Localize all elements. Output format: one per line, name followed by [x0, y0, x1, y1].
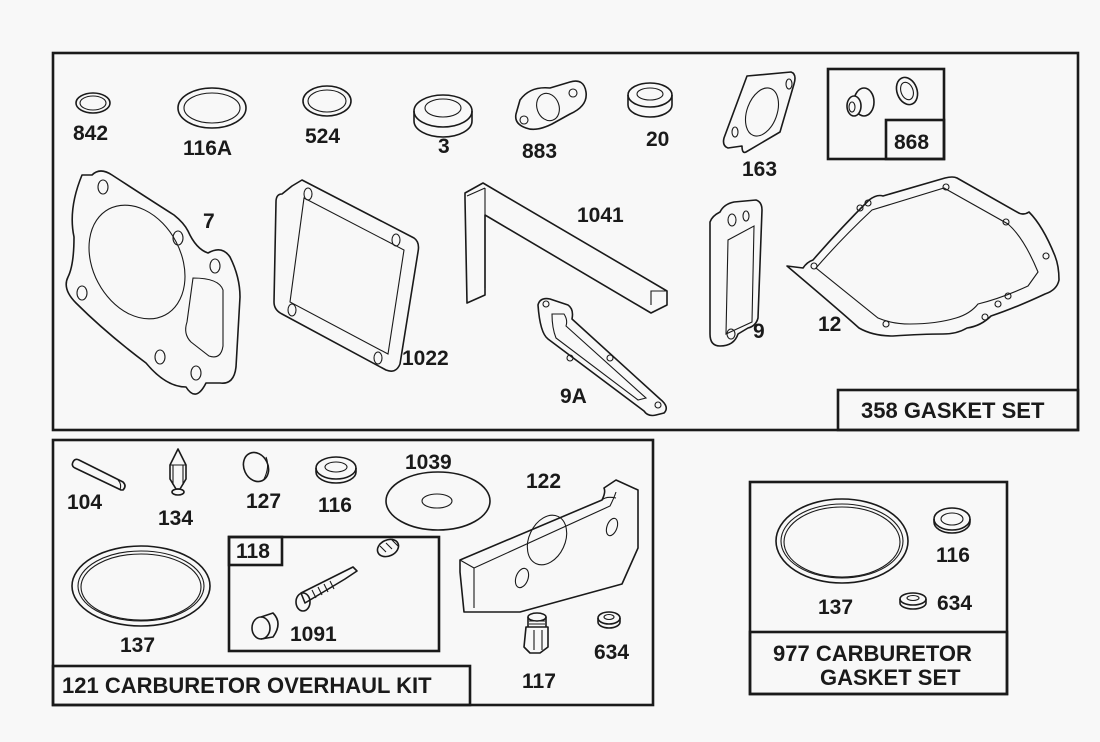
part-label-104: 104 [67, 491, 102, 514]
part-134[interactable]: 134 [158, 448, 193, 530]
carburetor-overhaul-kit: 104 134 127 116 1039 [51, 438, 655, 707]
part-label-137-gasket-set: 137 [818, 596, 853, 619]
part-104[interactable]: 104 [67, 458, 126, 514]
carburetor-gasket-set: 137 116 634 977 CARBURETOR GASKET SET [748, 480, 1009, 696]
part-label-1041: 1041 [577, 204, 624, 227]
sub-kit-868[interactable]: 868 [826, 67, 946, 161]
washer-icon [895, 76, 919, 106]
part-label-118: 118 [236, 540, 270, 563]
gasket-set-title: 358 GASKET SET [861, 398, 1045, 423]
part-137[interactable]: 137 [71, 545, 211, 657]
part-9[interactable]: 9 [709, 199, 765, 347]
part-883[interactable]: 883 [514, 80, 587, 163]
carb-gasket-set-title-line1: 977 CARBURETOR [773, 641, 972, 666]
sub-kit-118-label-box [227, 535, 284, 567]
part-label-116: 116 [318, 494, 352, 517]
sub-kit-868-label-box [884, 118, 946, 161]
part-label-9: 9 [753, 320, 765, 343]
part-122[interactable]: 122 [459, 470, 639, 613]
part-7[interactable]: 7 [65, 170, 241, 395]
carb-gasket-set-title-box [748, 630, 1009, 696]
part-label-116A: 116A [183, 137, 232, 160]
part-116-gasket-set[interactable]: 116 [933, 507, 971, 567]
part-label-127: 127 [246, 490, 281, 513]
part-20[interactable]: 20 [627, 82, 673, 151]
part-label-137: 137 [120, 634, 155, 657]
part-127[interactable]: 127 [239, 448, 281, 513]
part-label-1039: 1039 [405, 451, 452, 474]
part-label-883: 883 [522, 140, 557, 163]
part-137-gasket-set[interactable]: 137 [775, 498, 909, 619]
part-label-1091: 1091 [290, 623, 337, 646]
part-1022[interactable]: 1022 [273, 179, 449, 372]
part-12[interactable]: 12 [786, 176, 1060, 337]
part-117[interactable]: 117 [522, 612, 556, 693]
part-116A[interactable]: 116A [177, 87, 247, 160]
part-label-7: 7 [203, 210, 215, 233]
part-label-134: 134 [158, 507, 193, 530]
part-1041[interactable]: 1041 [464, 182, 668, 314]
part-label-634: 634 [594, 641, 629, 664]
part-634[interactable]: 634 [594, 611, 629, 664]
part-1039[interactable]: 1039 [385, 451, 491, 531]
overhaul-kit-title-box [51, 664, 472, 707]
sub-kit-118-frame [227, 535, 441, 653]
part-163[interactable]: 163 [722, 71, 796, 181]
part-3[interactable]: 3 [413, 94, 473, 158]
part-label-3: 3 [438, 135, 450, 158]
gasket-set-frame [51, 51, 1080, 432]
part-label-163: 163 [742, 158, 777, 181]
part-1091[interactable]: 1091 [251, 536, 401, 646]
part-9A[interactable]: 9A [537, 297, 668, 417]
part-label-122: 122 [526, 470, 561, 493]
part-524[interactable]: 524 [302, 85, 352, 148]
part-label-117: 117 [522, 670, 556, 693]
part-label-20: 20 [646, 128, 669, 151]
gasket-set-kit: 842 116A 524 3 883 [51, 51, 1080, 432]
part-label-1022: 1022 [402, 347, 449, 370]
part-label-524: 524 [305, 125, 340, 148]
part-label-116-gasket-set: 116 [936, 544, 970, 567]
part-842[interactable]: 842 [73, 92, 111, 145]
part-label-634-gasket-set: 634 [937, 592, 972, 615]
part-116[interactable]: 116 [315, 456, 357, 517]
part-label-842: 842 [73, 122, 108, 145]
part-label-9A: 9A [560, 385, 587, 408]
valve-seal-icon [846, 87, 875, 117]
gasket-set-title-box [836, 388, 1080, 432]
part-label-12: 12 [818, 313, 841, 336]
part-label-868: 868 [894, 131, 929, 154]
carb-gasket-set-title-line2: GASKET SET [820, 665, 961, 690]
sub-kit-118[interactable]: 118 1091 [227, 535, 441, 653]
part-634-gasket-set[interactable]: 634 [899, 592, 972, 615]
overhaul-kit-title: 121 CARBURETOR OVERHAUL KIT [62, 673, 432, 698]
